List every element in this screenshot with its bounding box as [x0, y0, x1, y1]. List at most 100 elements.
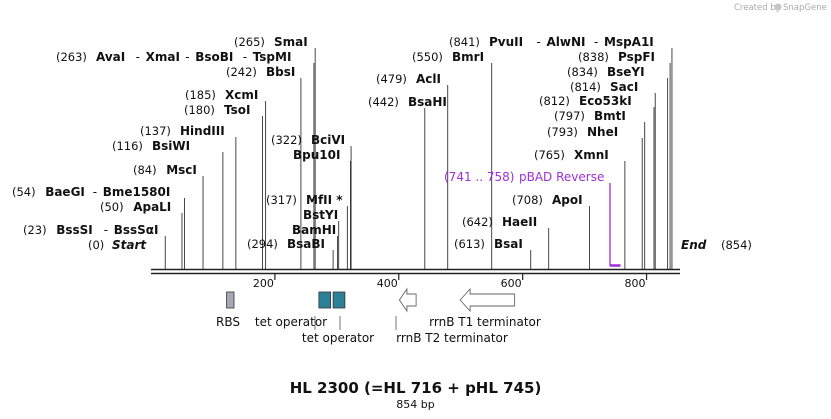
site-name: MspA1I [604, 35, 654, 49]
site-name: PvuII [489, 35, 523, 49]
feature-tet-operator: tet operator [302, 291, 374, 345]
site-name: AlwNI [547, 35, 586, 49]
feature-box [318, 291, 332, 309]
site-name: XcmI [225, 88, 258, 102]
site-eco53ki: (812)Eco53kI [539, 94, 655, 269]
site-bsabi: (294) BsaBI [247, 237, 334, 269]
feature-box [332, 291, 346, 309]
site-name: BssSI [56, 223, 93, 237]
site-name: AclI [416, 72, 441, 86]
site-position: (479) [376, 72, 407, 86]
site-position: (185) [185, 88, 216, 102]
site-name: BbsI [266, 65, 295, 79]
site-name: SmaI [274, 35, 308, 49]
site-position: (54) [12, 185, 36, 199]
site-pspfi: (838) PspFI [578, 50, 671, 269]
site-separator: - [594, 35, 598, 49]
credit-text: Created by [734, 3, 781, 13]
feature-label: RBS [216, 315, 240, 329]
map-length: 854 bp [396, 398, 434, 411]
site-name: BstYI [303, 208, 338, 222]
site-position: (838) [578, 50, 609, 64]
sequence-backbone [151, 268, 680, 275]
start-text: Start [112, 238, 147, 252]
site-name: BsoBI [195, 50, 233, 64]
site-position: (814) [570, 80, 601, 94]
features: RBS tet operator tet operator rrnB T2 termi… [216, 287, 541, 345]
site-position: (294) [247, 237, 278, 251]
site-hindiii: (137)HindIII [140, 124, 237, 269]
restriction-sites: (23)BssSI-BssSαI(50)ApaLI(54)BaeGI-Bme15… [12, 35, 673, 269]
site-bamhi: BamHI [292, 223, 338, 269]
site-name: BaeGI [45, 185, 85, 199]
site-position: (841) [449, 35, 480, 49]
site-position: (317) [266, 193, 297, 207]
site-bseyi: (834)BseYI [567, 65, 669, 269]
site-separator: - [136, 50, 140, 64]
site-bstyi: BstYI [303, 208, 340, 269]
site-position: (50) [100, 200, 124, 214]
site-position: (322) [271, 133, 302, 147]
site-name: ApaLI [133, 200, 171, 214]
site-bbsi: (242) BbsI [226, 65, 302, 269]
site-smai: (265)SmaI [234, 35, 316, 269]
site-msci: (84)MscI [133, 163, 204, 269]
site-name: XmnI [574, 148, 609, 162]
site-name: BmtI [594, 109, 626, 123]
feature-arrow [398, 287, 417, 313]
site-separator: - [93, 185, 97, 199]
feature-rrnb-t2-terminator: rrnB T2 terminator [395, 287, 508, 345]
feature-label: tet operator [302, 331, 374, 345]
site-separator: - [537, 35, 541, 49]
site-name: SacI [610, 80, 638, 94]
site-haeii: (642) HaeII [462, 215, 550, 269]
snapgene-credit: Created by SnapGene [734, 3, 827, 13]
feature-label: rrnB T2 terminator [396, 331, 508, 345]
site-position: (550) [412, 50, 443, 64]
site-name: BciVI [311, 133, 345, 147]
site-position: (442) [368, 95, 399, 109]
site-position: (23) [23, 223, 47, 237]
snapgene-logo-icon [774, 3, 782, 11]
site-bpu10i: Bpu10I [293, 148, 351, 269]
site-name: HindIII [180, 124, 225, 138]
site-position: (765) [534, 148, 565, 162]
site-bsiwi: (116) BsiWI [112, 139, 224, 269]
site-position: (797) [554, 109, 585, 123]
site-name: ApoI [552, 193, 583, 207]
site-position: (708) [512, 193, 543, 207]
tick-label: 600 [501, 277, 522, 290]
primer-range: (741 .. 758) [444, 170, 514, 184]
site-bmri: (550)BmrI [412, 50, 493, 269]
site-xmni: (765) XmnI [534, 148, 626, 269]
end-text: End [681, 238, 707, 252]
tick-label: 800 [625, 277, 646, 290]
site-name: XmaI [146, 50, 180, 64]
end-label: End (854) [681, 238, 752, 252]
site-name: BsiWI [152, 139, 190, 153]
site-name: BseYI [607, 65, 645, 79]
site-name: Eco53kI [579, 94, 632, 108]
site-name: PspFI [618, 50, 655, 64]
site-apoi: (708) ApoI [512, 193, 591, 269]
site-position: (116) [112, 139, 143, 153]
primer-pbad-reverse: (741 .. 758)pBAD Reverse [444, 170, 621, 267]
site-position: (642) [462, 215, 493, 229]
start-position: (0) [88, 238, 104, 252]
site-bsahi: (442)BsaHI [368, 95, 447, 269]
site-apali: (50) ApaLI [100, 200, 183, 269]
site-position: (793) [547, 125, 578, 139]
site-name: BssSαI [114, 223, 159, 237]
site-position: (180) [184, 103, 215, 117]
feature-label: rrnB T1 terminator [429, 315, 541, 329]
site-name: HaeII [502, 215, 537, 229]
site-position: (242) [226, 65, 257, 79]
site-separator: - [185, 50, 189, 64]
feature-box [226, 291, 235, 309]
site-mfii-: (317)MfII * [266, 193, 348, 269]
feature-tet-operator: tet operator [255, 291, 332, 330]
feature-label: tet operator [255, 315, 327, 329]
site-name: BsaBI [287, 237, 325, 251]
